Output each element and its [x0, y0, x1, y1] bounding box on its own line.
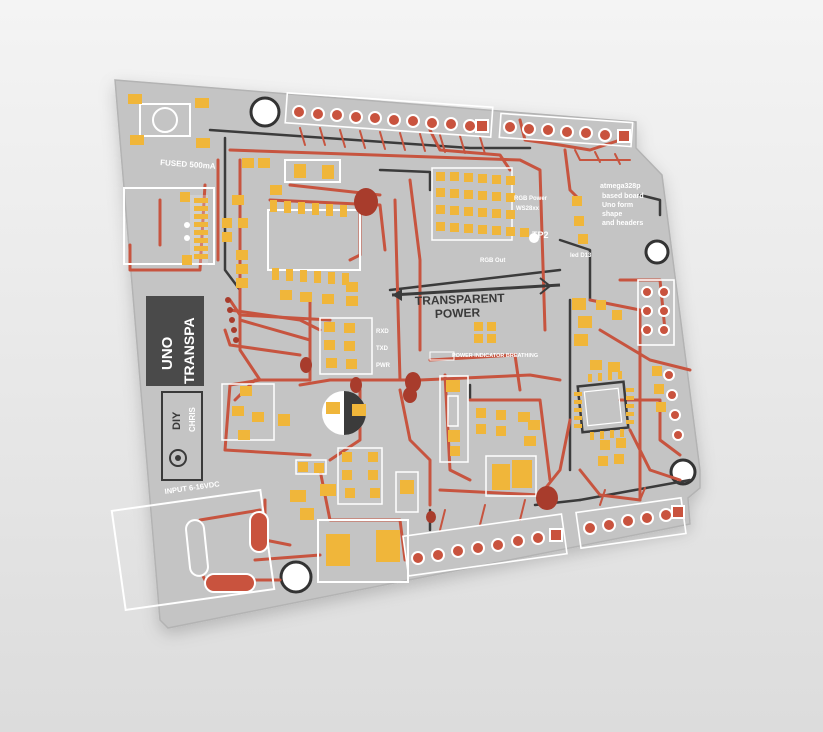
led-d13-label: led D13 — [570, 253, 592, 259]
center-components — [439, 375, 540, 497]
mounting-hole-right-top — [644, 239, 670, 265]
rgb-led-grid — [431, 167, 539, 243]
copper-traces — [128, 118, 692, 582]
diy-chris-logo: DIY CHRIS — [161, 391, 203, 481]
atmega-desc-2: based board — [602, 193, 644, 200]
mounting-hole-bottom — [279, 560, 313, 594]
rgb-power-label: RGB Power — [514, 196, 548, 202]
fuse-components — [222, 158, 358, 306]
atmega-desc-1: atmega328p — [600, 183, 640, 190]
voltage-regulator — [221, 383, 366, 441]
atmega-desc-3: Uno form — [602, 202, 633, 209]
power-components — [290, 447, 419, 583]
uno-label: UNO — [159, 336, 176, 370]
transparent-label: TRANSPARENT — [415, 291, 506, 308]
transpa-label: TRANSPA — [181, 317, 197, 384]
header-top-right — [498, 112, 634, 148]
atmega-chip — [572, 196, 666, 466]
txd-label: TXD — [376, 346, 389, 352]
breathing-label: POWER INDICATOR BREATHING — [452, 353, 538, 359]
header-bottom-left — [402, 513, 568, 577]
fused-label: FUSED 500mA — [160, 158, 216, 171]
power-arrow — [391, 277, 561, 301]
header-bottom-right — [575, 496, 687, 550]
header-right-side — [637, 279, 684, 441]
power-label: POWER — [435, 305, 481, 321]
atmega-desc-4: shape — [602, 211, 622, 218]
rgb-out-label: RGB Out — [480, 258, 505, 264]
breathing-components — [429, 322, 496, 361]
rxd-label: RXD — [376, 329, 389, 335]
vias — [225, 188, 558, 523]
ws28xx-label: WS28xx — [516, 206, 540, 212]
usb-serial-chip — [267, 200, 361, 285]
reset-button-footprint — [128, 94, 210, 148]
tp2-label: TP2 — [532, 230, 549, 240]
atmega-desc-5: and headers — [602, 220, 643, 227]
dark-traces — [208, 128, 692, 532]
diy-label: DIY — [171, 411, 183, 430]
silkscreen-text: FUSED 500mA TRANSPARENT POWER POWER INDI… — [160, 158, 644, 496]
chris-label: CHRIS — [188, 406, 197, 432]
barrel-jack-footprint — [110, 488, 276, 612]
usb-connector-footprint — [123, 187, 215, 265]
status-leds — [319, 317, 373, 375]
logo-block: UNO TRANSPA — [146, 296, 204, 386]
header-top-left — [284, 91, 494, 139]
pwr-label: PWR — [376, 363, 391, 369]
mounting-hole-top-left — [249, 96, 281, 128]
